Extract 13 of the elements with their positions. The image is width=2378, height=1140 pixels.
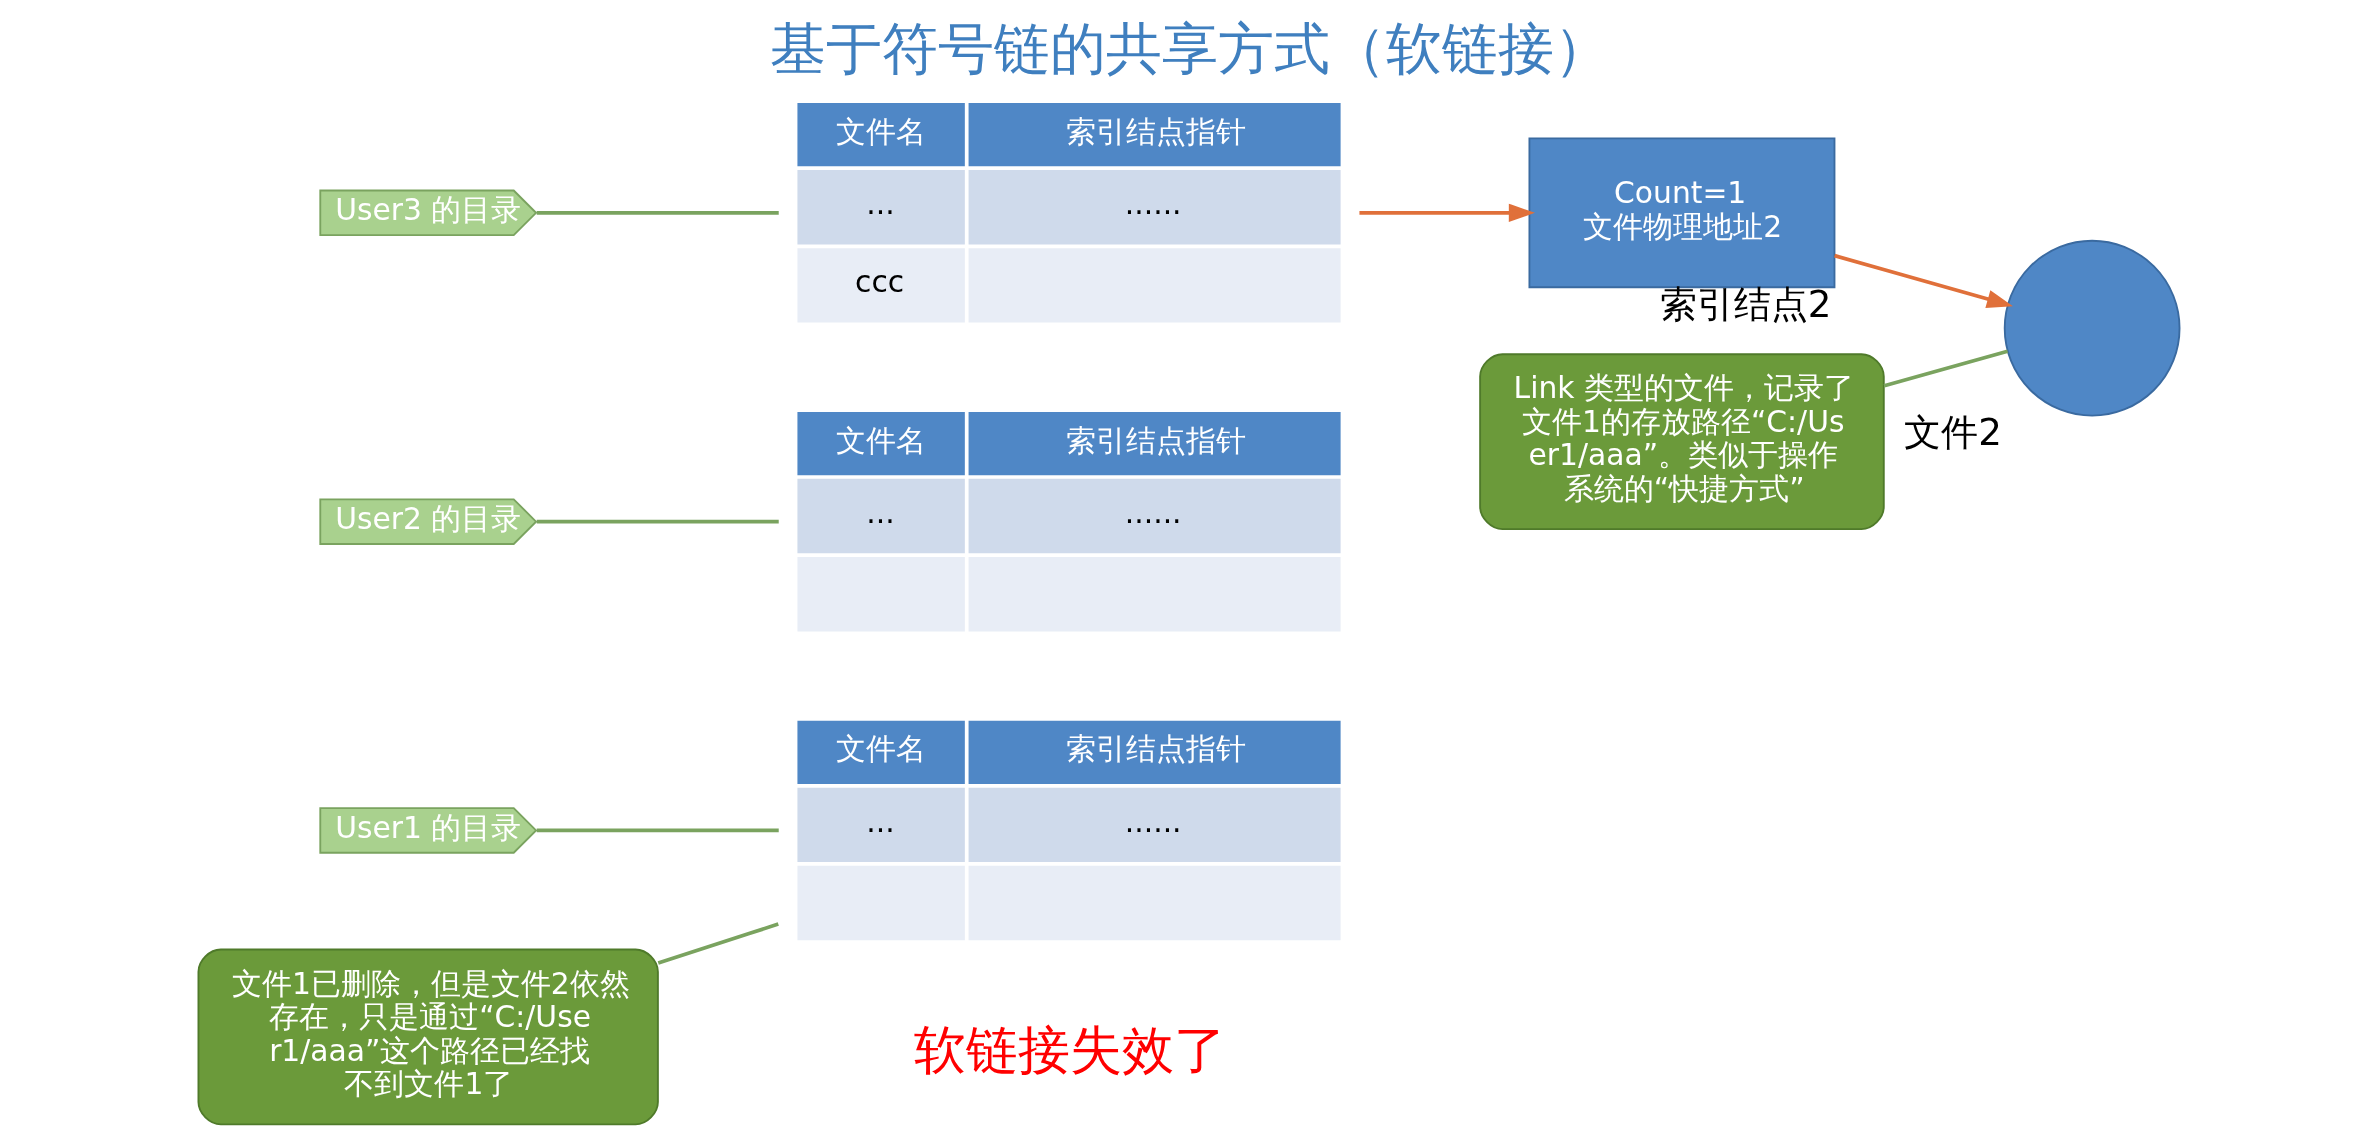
node-label: 文件2 [1904, 410, 2002, 455]
arrow [1359, 203, 1535, 222]
arrow [1834, 253, 2013, 308]
connector [657, 922, 779, 965]
connector [1883, 349, 2009, 388]
label: 软链接失效了 [913, 1020, 1226, 1081]
node-circle [2003, 239, 2181, 417]
connector [536, 519, 779, 524]
node-box: 文件1已删除，但是文件2依然存在，只是通过“C:/User1/aaa”这个路径已经找不到文件1了 [197, 948, 659, 1126]
diagram-title: 基于符号链的共享方式（软链接） [769, 15, 1610, 81]
connector [536, 211, 779, 215]
node-box: Link 类型的文件，记录了文件1的存放路径“C:/User1/aaa”。类似于操作系统的“快捷方式” [1479, 353, 1885, 530]
connector [536, 828, 779, 833]
